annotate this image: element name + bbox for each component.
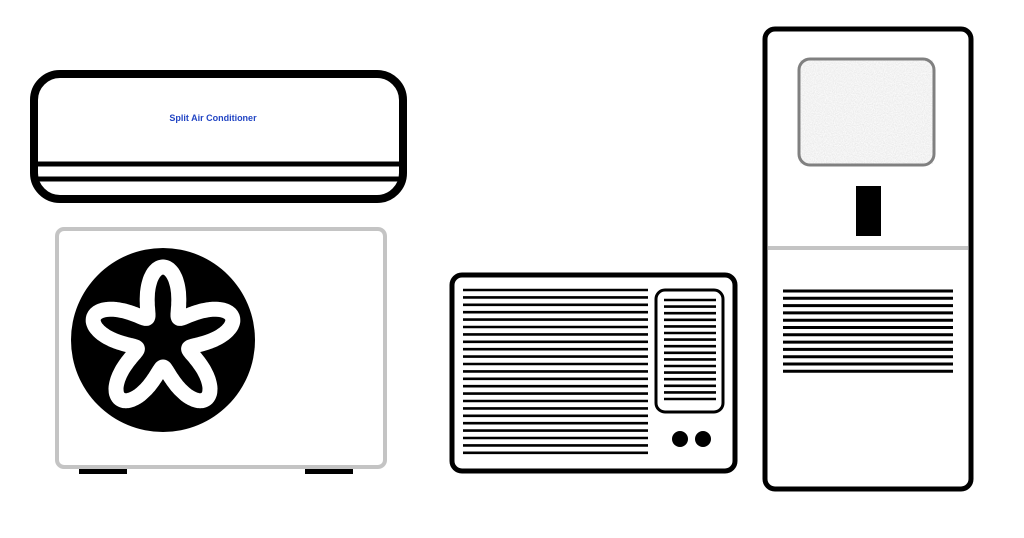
floor-ac-vents (783, 289, 953, 373)
fan-blade-icon (71, 248, 255, 432)
indoor-unit-body (30, 70, 407, 203)
outdoor-unit-foot-left (79, 466, 127, 474)
floor-standing-ac-icon (762, 26, 974, 492)
split-ac-indoor-unit-icon: Split Air Conditioner (30, 70, 407, 203)
outdoor-unit-foot-right (305, 466, 353, 474)
split-ac-label: Split Air Conditioner (169, 113, 257, 123)
floor-ac-display (856, 186, 881, 236)
window-ac-icon (449, 272, 738, 474)
window-ac-control-panel (654, 288, 725, 414)
split-ac-outdoor-unit-icon (55, 227, 387, 474)
window-ac-grille (463, 288, 648, 455)
floor-ac-filter-frame (797, 57, 936, 167)
window-ac-knob-left (672, 431, 688, 447)
floor-ac-filter-texture (800, 60, 933, 164)
window-ac-panel-vents (664, 298, 716, 401)
window-ac-knob-right (695, 431, 711, 447)
fan-blades (85, 259, 241, 409)
